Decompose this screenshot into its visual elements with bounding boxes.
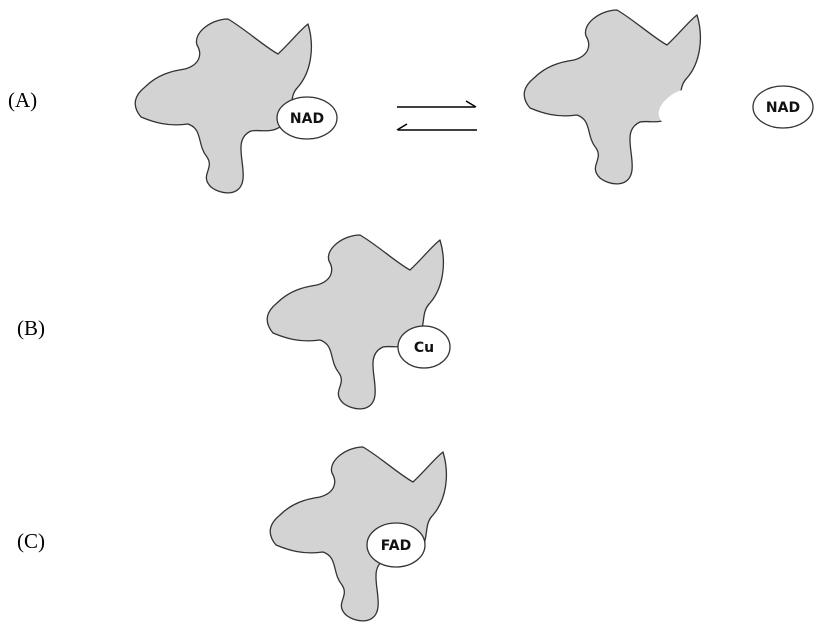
cofactor-label-c: FAD: [381, 538, 411, 554]
cofactor-a-bound: NAD: [276, 96, 338, 140]
cofactor-label-a-bound: NAD: [290, 111, 324, 127]
enzyme-b: [266, 234, 445, 410]
cofactor-label-a-free: NAD: [766, 100, 800, 116]
row-label-a: (A): [8, 88, 37, 112]
cofactor-a-free: NAD: [752, 85, 814, 129]
binding-pocket: [658, 88, 726, 132]
cofactor-b: Cu: [397, 325, 451, 369]
cofactor-label-b: Cu: [414, 340, 434, 356]
cofactor-c: FAD: [366, 522, 426, 568]
row-label-c: (C): [17, 529, 45, 553]
row-label-b: (B): [17, 316, 45, 340]
equilibrium-arrows: [396, 100, 477, 131]
